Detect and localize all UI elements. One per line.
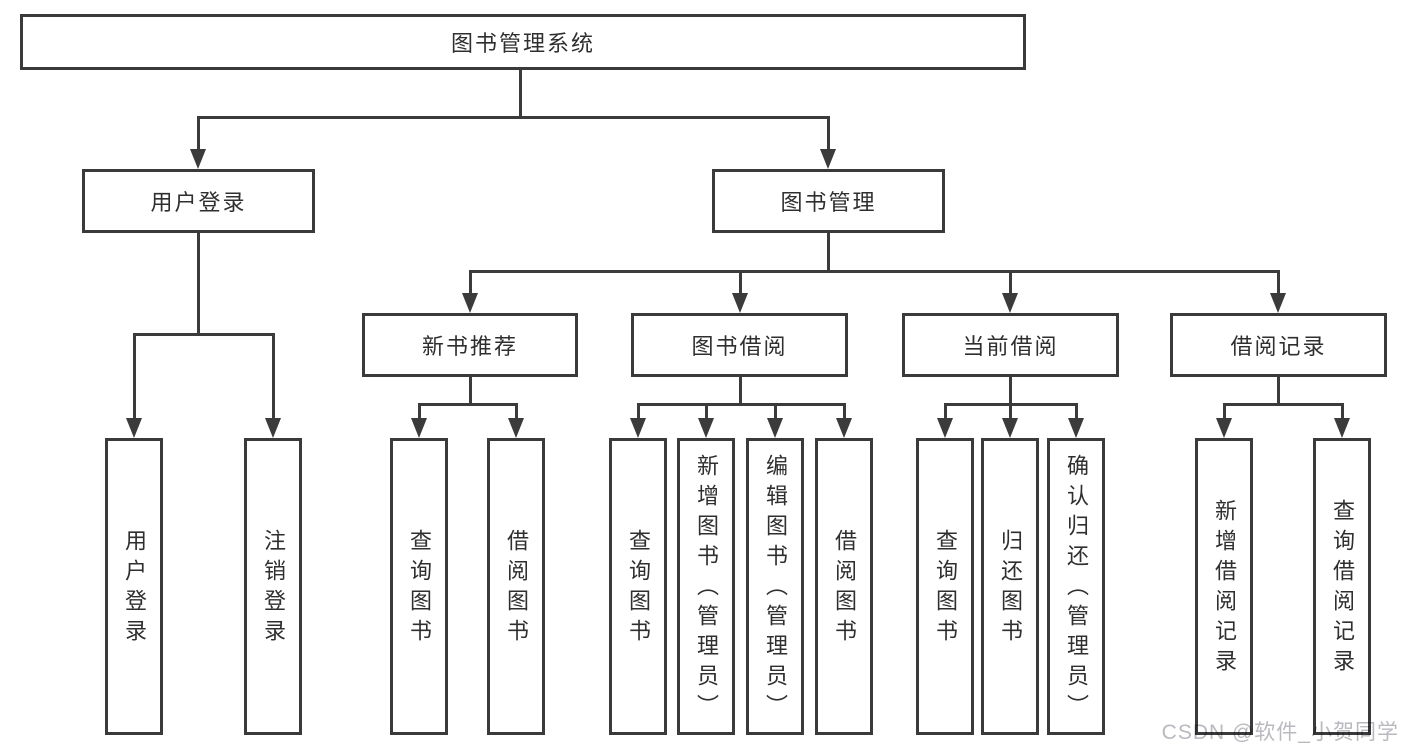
connector-line — [132, 334, 136, 418]
connector-line — [1008, 404, 1012, 418]
leaf-query-book-borrow: 查询图书 — [609, 438, 667, 735]
connector-line — [1074, 404, 1078, 418]
arrowhead-icon — [820, 149, 836, 169]
connector-line — [417, 404, 421, 418]
arrowhead-icon — [836, 418, 852, 438]
node-book-borrow: 图书借阅 — [631, 313, 848, 377]
arrowhead-icon — [1002, 293, 1018, 313]
arrowhead-icon — [937, 418, 953, 438]
arrowhead-icon — [190, 149, 206, 169]
arrowhead-icon — [126, 418, 142, 438]
leaf-confirm-return-admin: 确认归还（管理员） — [1047, 438, 1105, 735]
connector-line — [417, 402, 518, 406]
connector-line — [1008, 377, 1012, 406]
leaf-user-login: 用户登录 — [105, 438, 163, 735]
connector-line — [738, 377, 742, 406]
leaf-query-book-recommend: 查询图书 — [390, 438, 448, 735]
connector-line — [1340, 404, 1344, 418]
connector-line — [842, 404, 846, 418]
connector-line — [1008, 271, 1012, 293]
node-borrow-records: 借阅记录 — [1170, 313, 1387, 377]
arrowhead-icon — [1216, 418, 1232, 438]
connector-line — [518, 70, 522, 119]
node-current-borrow: 当前借阅 — [902, 313, 1119, 377]
leaf-borrow-book-recommend: 借阅图书 — [487, 438, 545, 735]
leaf-borrow-book: 借阅图书 — [815, 438, 873, 735]
arrowhead-icon — [1068, 418, 1084, 438]
connector-line — [826, 117, 830, 149]
connector-line — [943, 404, 947, 418]
leaf-add-borrow-record: 新增借阅记录 — [1195, 438, 1253, 735]
connector-line — [196, 117, 200, 149]
leaf-edit-book-admin: 编辑图书（管理员） — [746, 438, 804, 735]
connector-line — [468, 377, 472, 406]
arrowhead-icon — [630, 418, 646, 438]
connector-line — [196, 233, 200, 336]
leaf-return-book: 归还图书 — [981, 438, 1039, 735]
connector-line — [271, 334, 275, 418]
arrowhead-icon — [1002, 418, 1018, 438]
connector-line — [514, 404, 518, 418]
connector-line — [1276, 271, 1280, 293]
leaf-query-book-current: 查询图书 — [916, 438, 974, 735]
connector-line — [1222, 404, 1226, 418]
arrowhead-icon — [732, 293, 748, 313]
connector-line — [636, 404, 640, 418]
leaf-query-borrow-record: 查询借阅记录 — [1313, 438, 1371, 735]
node-book-management: 图书管理 — [712, 169, 945, 233]
arrowhead-icon — [265, 418, 281, 438]
connector-line — [196, 115, 830, 119]
connector-line — [636, 402, 846, 406]
connector-line — [468, 271, 472, 293]
node-user-login: 用户登录 — [82, 169, 315, 233]
connector-line — [132, 332, 275, 336]
arrowhead-icon — [767, 418, 783, 438]
arrowhead-icon — [411, 418, 427, 438]
node-library-system: 图书管理系统 — [20, 14, 1026, 70]
connector-line — [773, 404, 777, 418]
leaf-add-book-admin: 新增图书（管理员） — [677, 438, 735, 735]
connector-line — [1222, 402, 1344, 406]
node-new-book-recommend: 新书推荐 — [362, 313, 578, 377]
arrowhead-icon — [508, 418, 524, 438]
connector-line — [738, 271, 742, 293]
arrowhead-icon — [1334, 418, 1350, 438]
arrowhead-icon — [1270, 293, 1286, 313]
watermark: CSDN @软件_小贺同学 — [1161, 721, 1399, 744]
arrowhead-icon — [462, 293, 478, 313]
arrowhead-icon — [698, 418, 714, 438]
connector-line — [826, 233, 830, 273]
leaf-logout: 注销登录 — [244, 438, 302, 735]
connector-line — [1276, 377, 1280, 406]
connector-line — [704, 404, 708, 418]
connector-line — [468, 269, 1280, 273]
